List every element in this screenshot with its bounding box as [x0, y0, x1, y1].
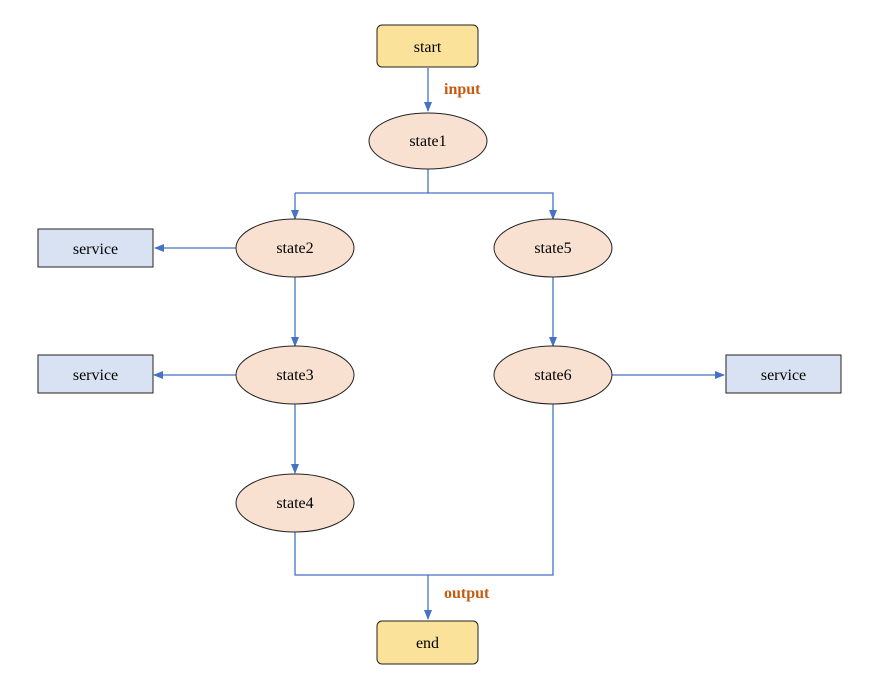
- node-state1-label: state1: [409, 133, 446, 150]
- edge-state4-merge: [294, 404, 554, 576]
- node-state6: state6: [493, 345, 613, 405]
- node-service-state6-label: service: [761, 367, 806, 384]
- node-state3: state3: [235, 345, 355, 405]
- edges: [153, 68, 725, 620]
- node-state3-label: state3: [276, 367, 313, 384]
- edge-label-input: input: [444, 81, 481, 98]
- edge-label-output: output: [444, 585, 490, 602]
- node-service-state6: service: [725, 354, 842, 394]
- node-end-label: end: [416, 635, 439, 652]
- node-state4-label: state4: [276, 495, 313, 512]
- node-state5: state5: [493, 218, 613, 278]
- node-service-state3: service: [37, 354, 154, 394]
- node-end: end: [376, 620, 479, 665]
- node-state2-label: state2: [276, 240, 313, 257]
- node-service-state3-label: service: [73, 367, 118, 384]
- node-service-state2: service: [37, 228, 154, 268]
- node-state6-label: state6: [534, 367, 571, 384]
- node-state1: state1: [368, 112, 488, 170]
- node-state4: state4: [235, 473, 355, 533]
- edge-state1-split: [295, 169, 429, 194]
- node-state5-label: state5: [534, 240, 571, 257]
- edge-split-state5: [428, 192, 557, 220]
- node-start-label: start: [414, 39, 442, 56]
- node-state2: state2: [235, 218, 355, 278]
- node-start: start: [376, 24, 479, 68]
- node-service-state2-label: service: [73, 241, 118, 258]
